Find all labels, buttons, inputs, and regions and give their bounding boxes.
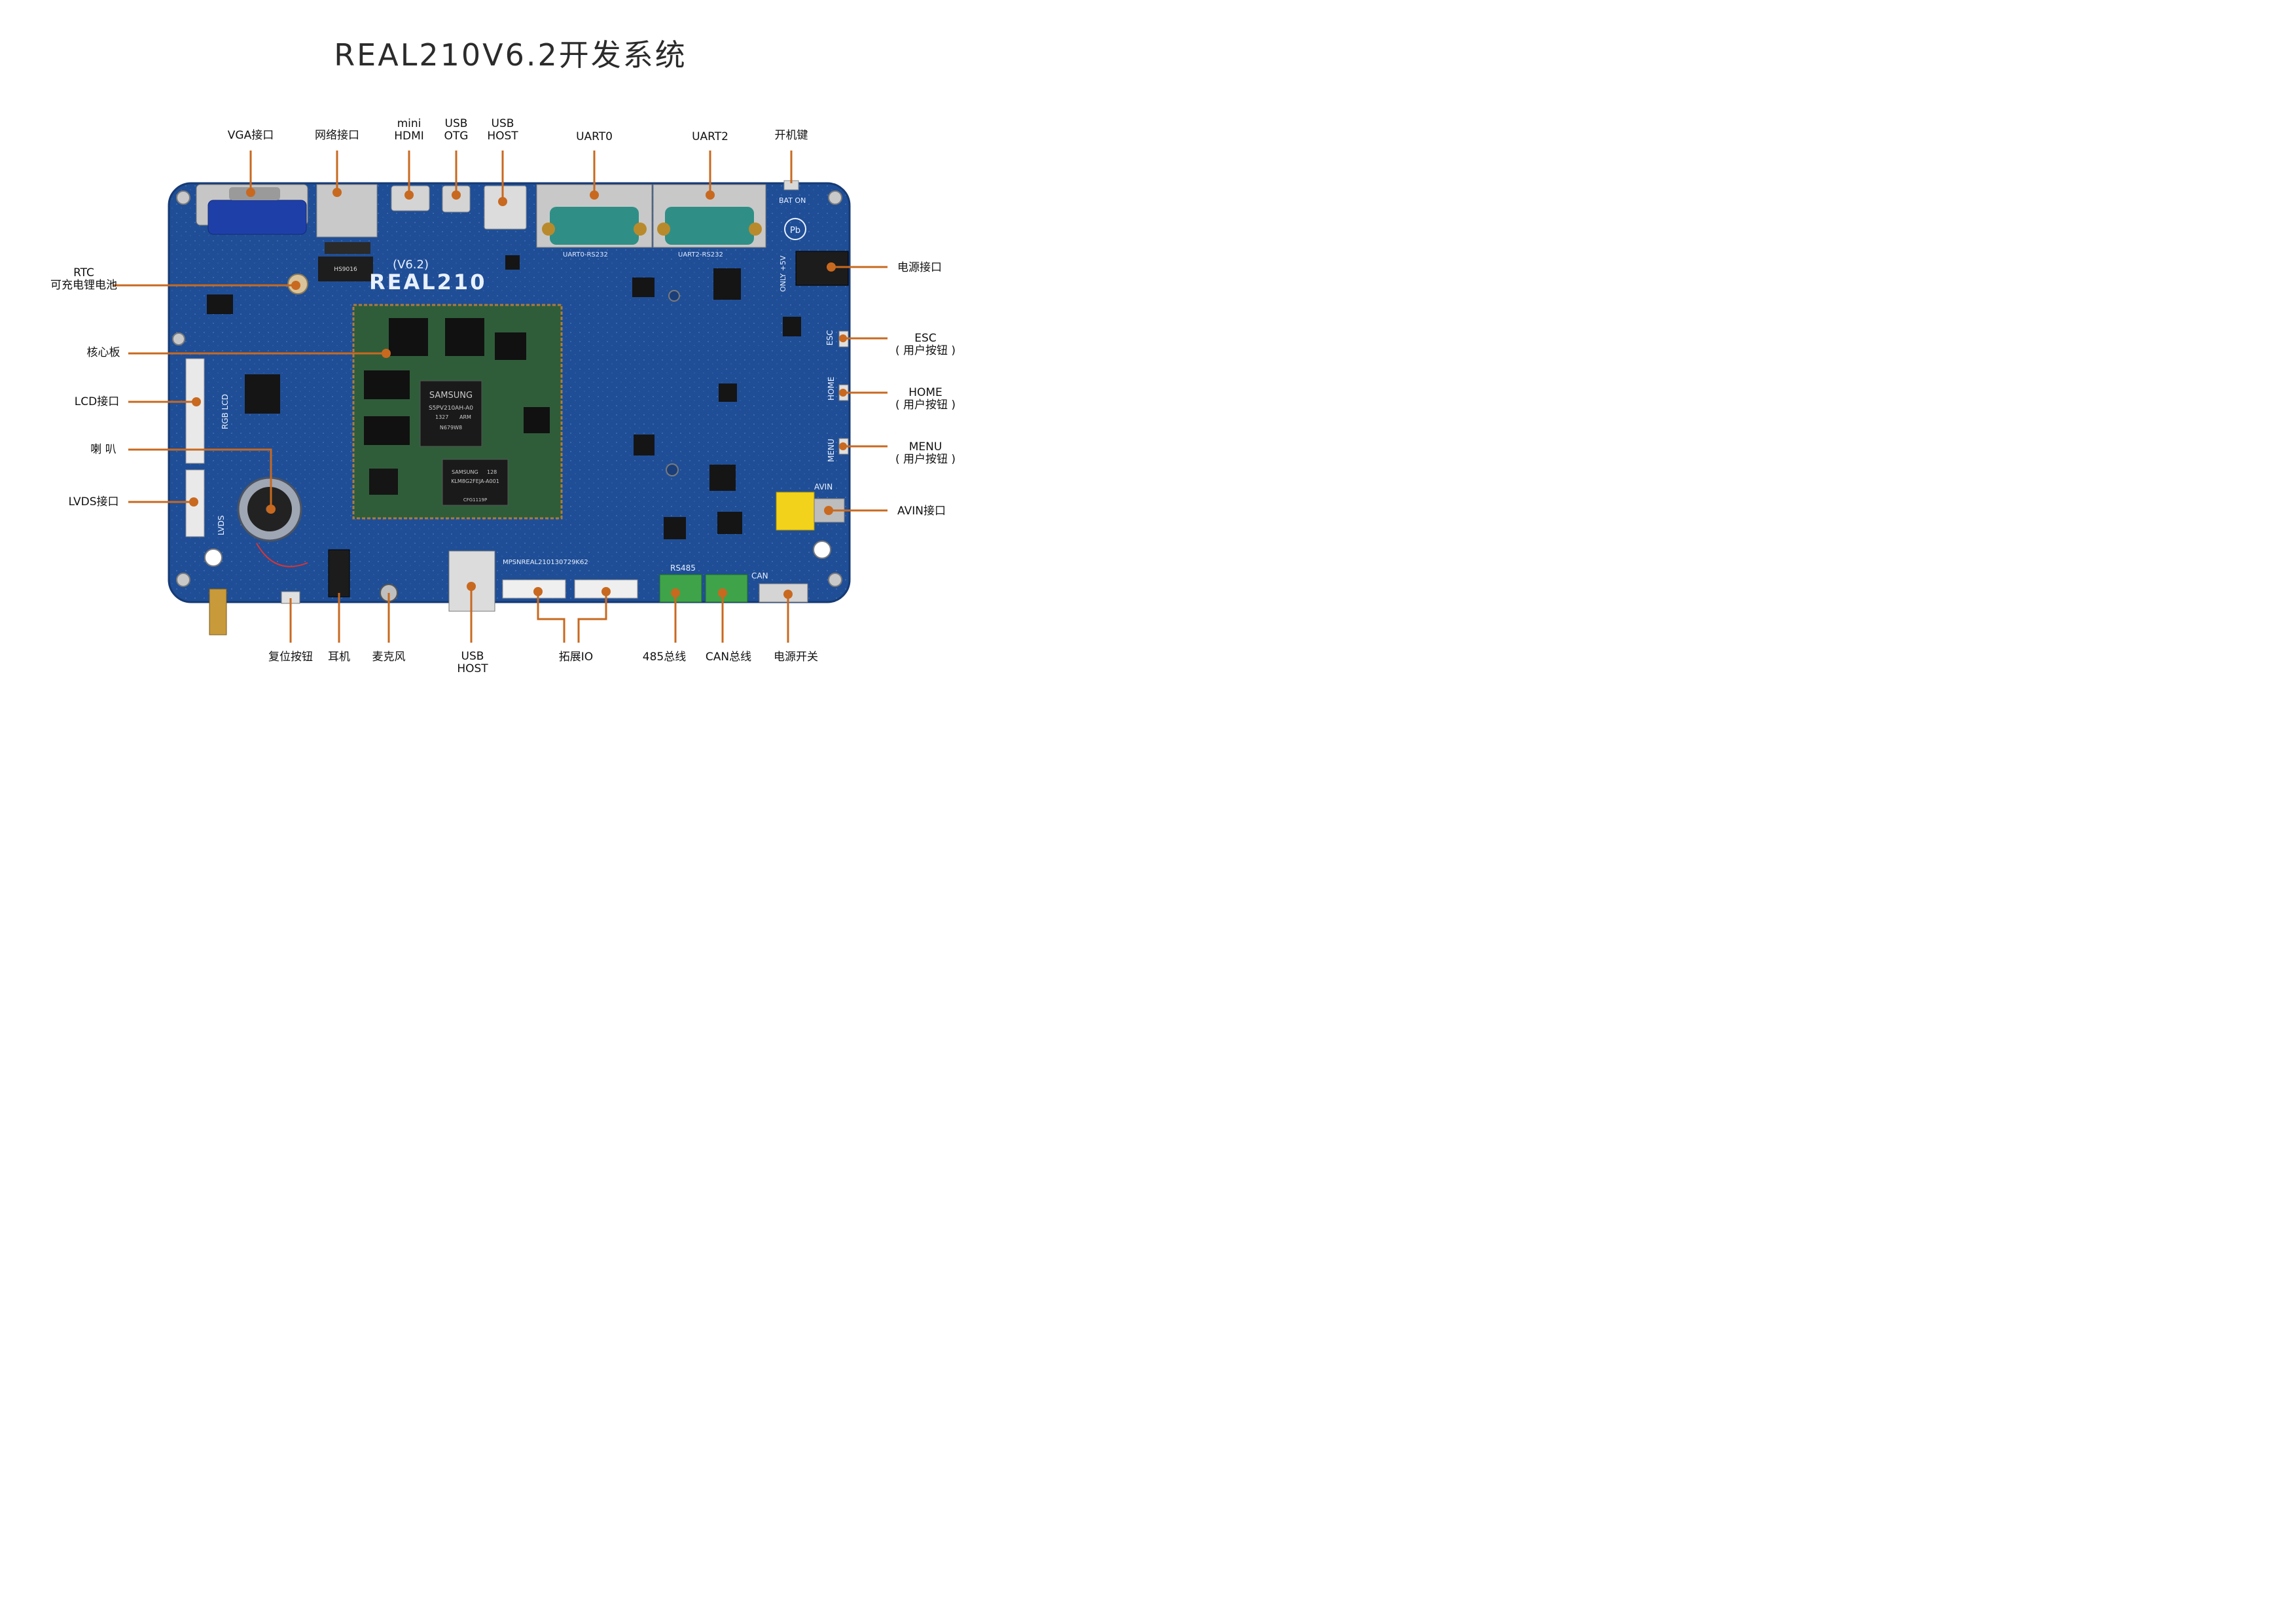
usb-host-top-connector [484,185,527,230]
power-jack [795,251,849,286]
emmc-size: 128 [487,469,497,475]
rgb-lcd-silkscreen: RGB LCD [221,394,230,429]
version-silkscreen: (V6.2) [393,258,429,272]
misc-ics [207,255,801,539]
board-name-silkscreen: REAL210 [369,270,486,294]
bat-on-silkscreen: BAT ON [779,196,806,205]
uart0-silkscreen: UART0-RS232 [563,251,608,259]
lcd-connector [185,358,205,464]
label-usb-host-top: USB HOST [487,117,518,143]
power-switch [759,583,808,603]
label-rtc: RTC 可充电锂电池 [50,266,117,292]
can-silkscreen: CAN [751,571,768,580]
label-core-board: 核心板 [86,346,120,359]
rs485-terminal [659,574,702,603]
pb-free-mark: Pb [784,218,806,240]
label-avin: AVIN接口 [897,505,946,518]
pb-text: Pb [790,226,800,236]
uart2-connector: UART2-RS232 [653,184,766,259]
label-network: 网络接口 [315,129,359,142]
can-terminal [705,574,748,603]
label-microphone: 麦克风 [372,651,406,664]
label-power-switch: 电源开关 [774,651,818,664]
soc-code-3: N679W8 [440,425,462,431]
home-silkscreen: HOME [827,377,836,401]
earphone-jack [328,549,350,597]
esc-silkscreen: ESC [825,330,834,346]
leader-dots [189,188,847,599]
label-speaker: 喇 叭 [90,443,117,456]
only-5v-silkscreen: ONLY +5V [779,255,787,292]
soc-code-1: 1327 [435,414,448,420]
mounting-holes [172,186,842,587]
label-mini-hdmi: mini HDMI [394,117,424,143]
label-expand-io: 拓展IO [558,651,594,664]
menu-silkscreen: MENU [827,438,836,462]
ethernet-connector: HS9016 [316,184,378,281]
page-title: REAL210V6.2开发系统 [334,37,687,73]
label-uart2: UART2 [692,130,728,143]
serial-silkscreen: MPSNREAL210130729K62 [503,559,588,566]
label-usb-otg: USB OTG [444,117,469,143]
vga-connector [196,184,308,235]
label-lvds: LVDS接口 [68,495,119,508]
label-usb-host-bottom: USB HOST [457,650,488,675]
uart2-silkscreen: UART2-RS232 [678,251,723,259]
soc-code-2: ARM [459,414,471,420]
label-earphone: 耳机 [328,651,350,664]
label-vga: VGA接口 [227,129,274,142]
rs485-silkscreen: RS485 [670,563,696,573]
label-485-bus: 485总线 [642,651,687,664]
emmc-brand: SAMSUNG [452,469,478,475]
emmc-part: KLM8G2FEJA-A001 [451,478,499,484]
label-reset-button: 复位按钮 [268,651,313,664]
label-lcd: LCD接口 [74,395,120,408]
label-power-key: 开机键 [774,129,808,142]
label-esc-button: ESC ( 用户按钮 ) [895,332,956,357]
magnetics-part-text: HS9016 [334,266,357,273]
label-can-bus: CAN总线 [705,651,752,664]
soc-brand: SAMSUNG [429,391,473,401]
board-diagram: HS9016 UART0-RS232 UART2-RS232 BAT ON Pb… [113,151,888,643]
expansion-io-connector-1 [502,579,566,599]
soc-part: S5PV210AH-A0 [429,405,473,412]
emmc-code: CFG1119P [463,497,487,503]
antenna-connector [209,588,227,635]
lvds-silkscreen: LVDS [217,516,226,535]
label-uart0: UART0 [576,130,613,143]
avin-silkscreen: AVIN [814,482,833,491]
label-power-interface: 电源接口 [897,261,942,274]
label-menu-button: MENU ( 用户按钮 ) [895,440,956,466]
label-home-button: HOME ( 用户按钮 ) [895,386,956,412]
leader-lines [113,151,888,643]
